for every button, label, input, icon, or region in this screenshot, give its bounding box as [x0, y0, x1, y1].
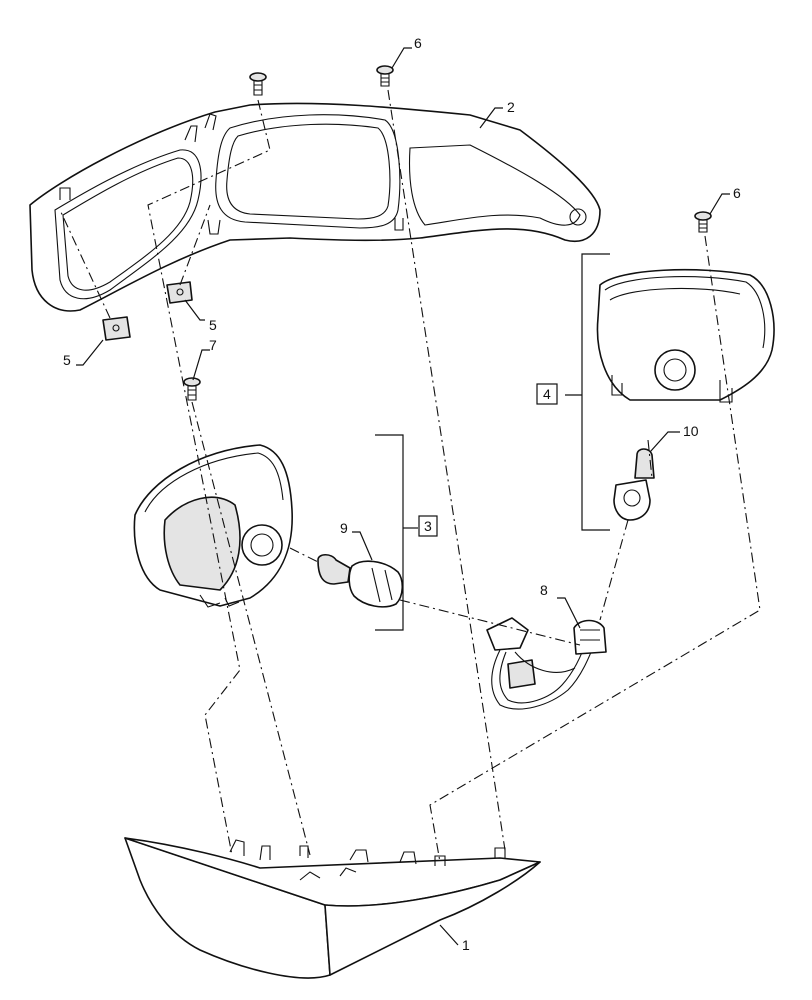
callout-9: 9 — [340, 520, 348, 536]
callout-6-top: 6 — [414, 35, 422, 51]
callout-10: 10 — [683, 423, 699, 439]
bulb-connector-9 — [317, 553, 404, 608]
callout-2: 2 — [507, 99, 515, 115]
screw-top-left — [249, 72, 267, 96]
work-lamp-left — [133, 444, 293, 608]
assembly-phantom-lines — [59, 89, 761, 863]
screw-right — [694, 211, 712, 233]
screw-top-center — [376, 65, 394, 87]
leader-lines — [76, 47, 730, 946]
light-housing-bezel — [29, 102, 601, 312]
clip-nut-upper — [166, 281, 193, 304]
callout-5-upper: 5 — [209, 317, 217, 333]
callout-labels: 1 2 3 4 5 5 6 6 7 8 9 10 — [63, 35, 741, 953]
bracket-assembly-3 — [375, 434, 418, 631]
callout-6-right: 6 — [733, 185, 741, 201]
callout-5-lower: 5 — [63, 352, 71, 368]
screw-7 — [183, 377, 201, 401]
bulb-socket-10 — [613, 448, 655, 521]
callout-3: 3 — [424, 518, 432, 534]
callout-1: 1 — [462, 937, 470, 953]
clip-nut-lower — [102, 316, 131, 341]
callout-7: 7 — [209, 337, 217, 353]
work-lamp-right — [596, 268, 775, 403]
wire-harness-8 — [486, 617, 607, 710]
callout-4: 4 — [543, 386, 551, 402]
callout-4-box — [536, 383, 558, 405]
base-mounting-plate — [124, 837, 541, 979]
callout-3-box — [418, 515, 438, 537]
bracket-assembly-4 — [565, 253, 610, 531]
callout-8: 8 — [540, 582, 548, 598]
